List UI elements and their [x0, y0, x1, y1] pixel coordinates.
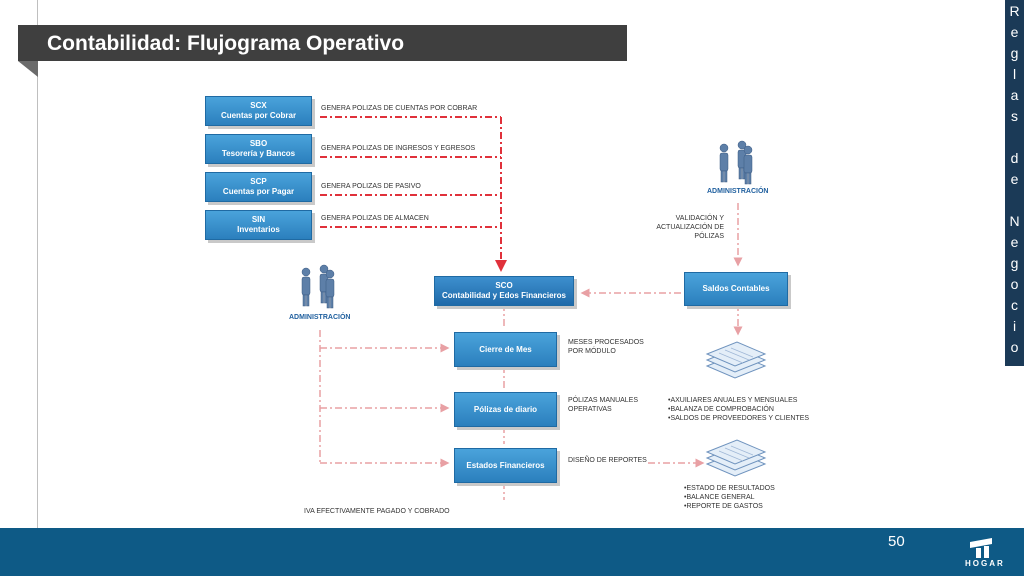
- polizas-diario-box[interactable]: Pólizas de diario: [454, 392, 557, 427]
- saldos-contables-box[interactable]: Saldos Contables: [684, 272, 788, 306]
- validation-label: VALIDACIÓN Y ACTUALIZACIÓN DE PÓLIZAS: [650, 214, 724, 241]
- side-banner-char: s: [1011, 108, 1018, 124]
- side-banner-char: g: [1010, 45, 1019, 61]
- reportes-item: •BALANCE GENERAL: [684, 494, 755, 501]
- auxiliares-item: •AXUILIARES ANUALES Y MENSUALES: [668, 397, 798, 404]
- cierre-mes-box[interactable]: Cierre de Mes: [454, 332, 557, 367]
- iva-label: IVA EFECTIVAMENTE PAGADO Y COBRADO: [304, 508, 450, 515]
- side-banner-char: i: [1012, 318, 1017, 334]
- reportes-list: •ESTADO DE RESULTADOS •BALANCE GENERAL •…: [684, 484, 775, 511]
- admin-people-icon: [301, 264, 335, 309]
- module-desc: GENERA POLIZAS DE ALMACEN: [321, 215, 429, 222]
- side-banner: [1005, 0, 1024, 366]
- module-desc: GENERA POLIZAS DE PASIVO: [321, 183, 421, 190]
- left-guide-line: [37, 0, 38, 528]
- module-box-scx[interactable]: SCX Cuentas por Cobrar: [205, 96, 312, 126]
- side-banner-char: g: [1010, 255, 1019, 271]
- page-title: Contabilidad: Flujograma Operativo: [47, 32, 405, 55]
- side-banner-char: e: [1010, 234, 1019, 250]
- title-fold: [18, 61, 38, 77]
- auxiliares-item: •BALANZA DE COMPROBACIÓN: [668, 406, 774, 413]
- admin-people-icon: [719, 140, 753, 185]
- admin-left-label: ADMINISTRACIÓN: [289, 314, 351, 321]
- side-banner-char: e: [1010, 171, 1019, 187]
- polizas-manuales-label: PÓLIZAS MANUALES OPERATIVAS: [568, 396, 638, 414]
- module-desc: GENERA POLIZAS DE INGRESOS Y EGRESOS: [321, 145, 476, 152]
- side-banner-char: R: [1009, 3, 1020, 19]
- side-banner-char: o: [1010, 339, 1019, 355]
- module-name: Cuentas por Pagar: [222, 187, 295, 196]
- cierre-mes-label: Cierre de Mes: [479, 344, 532, 354]
- page-number: 50: [888, 533, 905, 550]
- validation-line: PÓLIZAS: [694, 233, 724, 240]
- side-banner-char: c: [1011, 297, 1018, 313]
- auxiliares-list: •AXUILIARES ANUALES Y MENSUALES •BALANZA…: [668, 396, 809, 423]
- side-banner-char: d: [1010, 150, 1019, 166]
- sco-code: SCO: [495, 281, 513, 290]
- hogar-logo-icon: [970, 538, 992, 558]
- validation-line: ACTUALIZACIÓN DE: [656, 224, 724, 231]
- module-box-scp[interactable]: SCP Cuentas por Pagar: [205, 172, 312, 202]
- title-bar: [18, 25, 627, 61]
- module-code: SIN: [251, 215, 266, 224]
- side-banner-char: o: [1010, 276, 1019, 292]
- module-name: Cuentas por Cobrar: [220, 111, 297, 120]
- module-desc: GENERA POLIZAS DE CUENTAS POR COBRAR: [321, 105, 478, 112]
- side-banner-char: a: [1010, 87, 1019, 103]
- polizas-diario-label: Pólizas de diario: [473, 404, 538, 414]
- admin-right-label: ADMINISTRACIÓN: [707, 188, 769, 195]
- sco-box[interactable]: SCO Contabilidad y Edos Financieros: [434, 276, 574, 306]
- side-banner-char: N: [1009, 213, 1020, 229]
- side-banner-char: e: [1010, 24, 1019, 40]
- document-stack-icon: [705, 341, 767, 379]
- polizas-manuales-line: PÓLIZAS MANUALES: [568, 397, 639, 404]
- meses-line: MESES PROCESADOS: [568, 339, 644, 346]
- module-box-sbo[interactable]: SBO Tesorería y Bancos: [205, 134, 312, 164]
- module-code: SCP: [250, 177, 267, 186]
- auxiliares-item: •SALDOS DE PROVEEDORES Y CLIENTES: [668, 415, 810, 422]
- module-name: Tesorería y Bancos: [221, 149, 296, 158]
- module-code: SCX: [250, 101, 267, 110]
- saldos-contables-label: Saldos Contables: [702, 284, 770, 293]
- reportes-item: •ESTADO DE RESULTADOS: [684, 485, 775, 492]
- validation-line: VALIDACIÓN Y: [675, 215, 724, 222]
- module-box-sin[interactable]: SIN Inventarios: [205, 210, 312, 240]
- sco-name: Contabilidad y Edos Financieros: [441, 291, 567, 300]
- polizas-manuales-line: OPERATIVAS: [568, 406, 612, 413]
- hogar-logo-text: HOGAR: [965, 559, 1005, 568]
- diseno-reportes-label: DISEÑO DE REPORTES: [568, 457, 647, 464]
- footer-bar: [0, 528, 1024, 576]
- estados-financieros-box[interactable]: Estados Financieros: [454, 448, 557, 483]
- module-name: Inventarios: [237, 225, 280, 234]
- meses-label: MESES PROCESADOS POR MÓDULO: [568, 338, 644, 356]
- meses-line: POR MÓDULO: [568, 348, 616, 355]
- module-code: SBO: [249, 139, 268, 148]
- reportes-item: •REPORTE DE GASTOS: [684, 503, 763, 510]
- document-stack-icon: [705, 439, 767, 477]
- side-banner-char: l: [1012, 66, 1017, 82]
- estados-financieros-label: Estados Financieros: [466, 460, 545, 470]
